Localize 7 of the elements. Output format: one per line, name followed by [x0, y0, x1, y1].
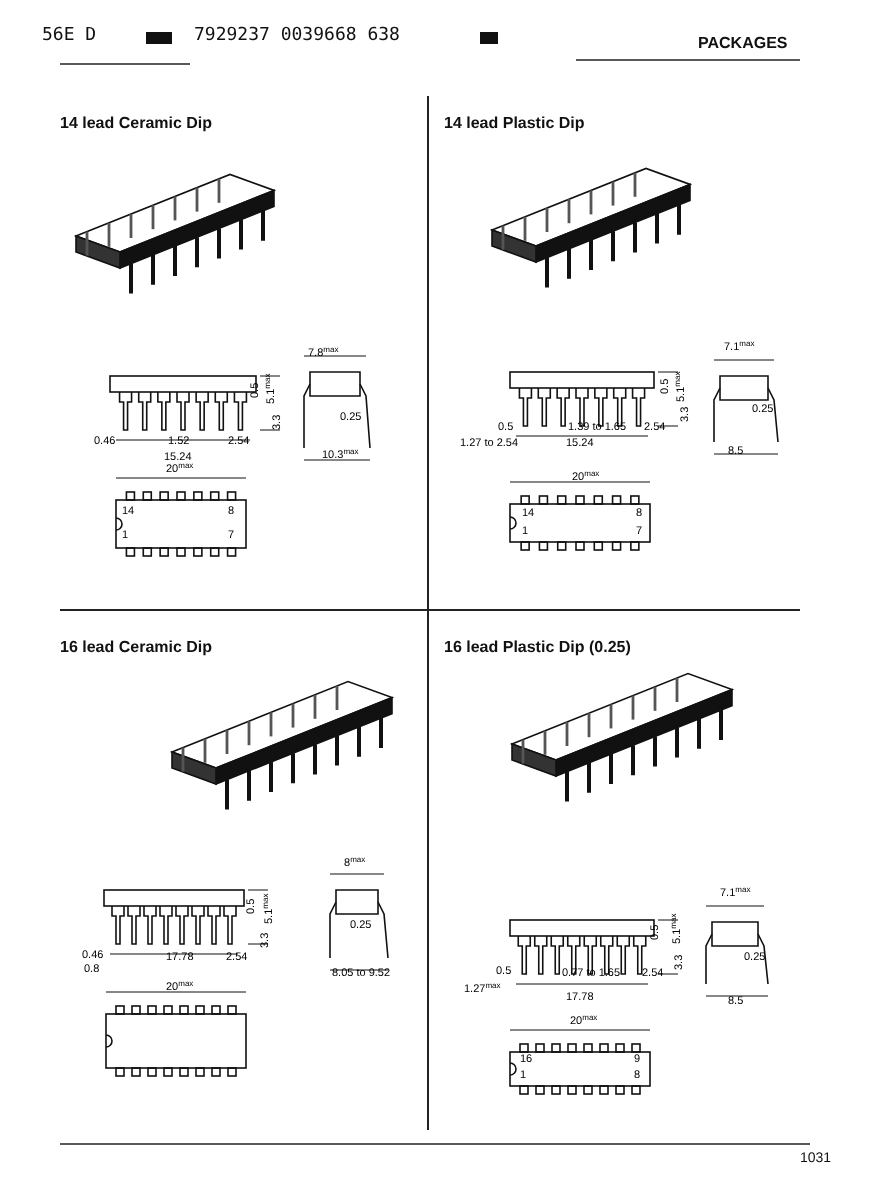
page-heading: PACKAGES — [698, 36, 788, 52]
section-heading: 16 lead Ceramic Dip — [60, 640, 213, 656]
header-code: 56E D — [42, 28, 97, 46]
header-code: 7929237 0039668 638 — [194, 28, 400, 46]
section-heading: 16 lead Plastic Dip (0.25) — [444, 640, 631, 656]
section-heading: 14 lead Ceramic Dip — [60, 116, 213, 132]
section-heading: 14 lead Plastic Dip — [444, 116, 585, 132]
